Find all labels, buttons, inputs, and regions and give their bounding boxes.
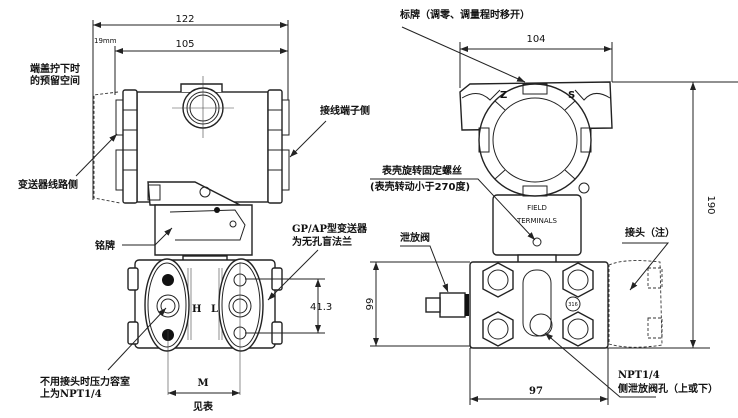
flange-body: 316 [469,261,710,349]
dim-19mm-label: 19mm [94,37,117,45]
low-pressure-flange [218,258,264,352]
dim-122-label: 122 [175,14,194,25]
drain-hole-note-2: 侧泄放阀孔（上或下） [618,382,718,395]
housing [93,76,290,206]
terminals-label: TERMINALS [516,217,558,225]
dim-66-label: 66 [363,298,374,311]
dim-104-label: 104 [526,34,545,45]
field-label: FIELD [527,204,547,212]
low-side-label: L [211,304,218,315]
fitting-note: 接头（注） [625,226,675,239]
side-drain-hole [529,313,553,337]
dim-190-label: 190 [705,195,716,214]
neck [154,204,253,256]
dimension-190: 190 [612,81,738,348]
dimension-122: 122 [92,14,289,200]
high-side-label: H [192,304,201,315]
drain-valve [425,292,469,318]
clearance-note: 端盖拧下时 [30,62,80,75]
zero-adjust-label: Z [500,90,507,101]
drain-valve-label: 泄放阀 [400,231,430,244]
housing-rotation-note: (表壳转动小于270度) [370,180,470,193]
span-adjust-label: S [568,90,575,101]
drain-hole-note: NPT1/4 [618,370,660,381]
dimension-105: 105 19mm [94,37,288,95]
dimension-97: 97 [469,348,609,405]
housing-screw-note: 表壳旋转固定螺丝 [381,164,462,177]
see-table-label: 见表 [193,400,214,413]
nameplate-label: 铭牌 [95,239,115,252]
clearance-note-2: 的预留空间 [30,74,80,87]
dim-97-label: 97 [529,386,543,397]
dimension-m: M 见表 [168,378,240,413]
tag-note: 标牌（调零、调量程时移开） [399,8,530,21]
dimension-41-3: 41.3 [245,278,332,334]
unused-port-note-2: 上为NPT1/4 [40,387,102,400]
material-mark: 316 [568,302,578,308]
dim-m-label: M [197,378,208,389]
gp-ap-note: GP/AP型变送器 [292,222,368,235]
dim-105-label: 105 [175,39,194,50]
right-view: 标牌（调零、调量程时移开） 104 Z S FIELD TERMI [363,8,738,405]
left-view: 122 105 19mm 端盖拧下时 的预留空间 [18,14,370,413]
process-fitting-dashed [608,260,663,348]
circuit-side-label: 变送器线路侧 [18,178,78,191]
electronics-head [459,81,613,264]
high-pressure-flange [144,258,190,352]
dimension-66: 66 [363,261,470,347]
unused-port-note: 不用接头时压力容室 [40,375,130,388]
gp-ap-note-2: 为无孔盲法兰 [292,235,352,248]
dim-41-3-label: 41.3 [310,302,332,313]
terminal-side-label: 接线端子侧 [320,104,370,117]
dimension-104: 104 [459,34,613,88]
flange-assembly [127,255,283,395]
